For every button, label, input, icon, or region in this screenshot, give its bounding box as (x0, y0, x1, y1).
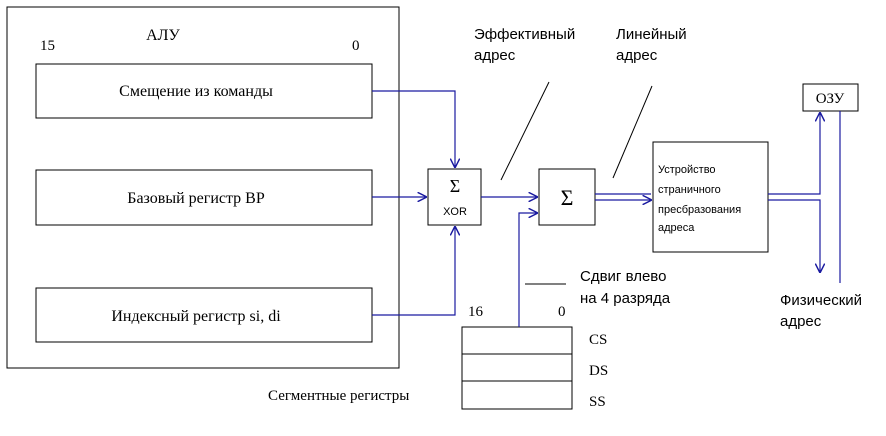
segment-cs: CS (589, 332, 607, 348)
offset-register (35, 63, 373, 119)
wire-index-to-adder (372, 227, 455, 316)
base-register (35, 169, 373, 226)
segment-caption: Сегментные регистры (268, 388, 409, 404)
segment-ds: DS (589, 363, 608, 379)
wire-physical-address (768, 199, 820, 272)
segment-bit-high: 16 (468, 304, 484, 320)
shift-note-line2: на 4 разряда (580, 290, 671, 307)
index-register (35, 287, 373, 343)
alu-bit-low: 0 (352, 38, 360, 54)
segment-registers (461, 326, 573, 410)
segment-bit-low: 0 (558, 304, 566, 320)
paging-unit (652, 141, 769, 253)
physical-address-label-1: Физический (780, 292, 862, 309)
adder-xor-symbol: Σ (450, 176, 460, 196)
paging-unit-line4: адреса (658, 222, 695, 234)
ram-box (802, 83, 859, 112)
segment-ss: SS (589, 394, 606, 410)
linear-address-pointer (612, 85, 653, 179)
shift-note-line1: Сдвиг влево (580, 268, 666, 285)
wire-offset-to-adder (372, 90, 455, 167)
wire-paging-to-ram (768, 113, 820, 195)
effective-address-pointer (500, 81, 550, 181)
adder-sum-symbol: Σ (561, 185, 574, 210)
adder-sum (538, 168, 596, 226)
alu-title: АЛУ (146, 27, 180, 44)
wire-segment-to-adder (518, 213, 537, 327)
linear-address-label-1: Линейный (616, 26, 687, 43)
linear-address-label-2: адрес (616, 47, 658, 64)
adder-xor-label: XOR (443, 206, 467, 218)
effective-address-label-1: Эффективный (474, 26, 575, 43)
offset-register-label: Смещение из команды (119, 83, 273, 100)
adder-xor (427, 168, 482, 226)
base-register-label: Базовый регистр BP (127, 190, 265, 207)
paging-unit-line2: страничного (658, 184, 721, 196)
ram-label: ОЗУ (816, 91, 845, 107)
effective-address-label-2: адрес (474, 47, 516, 64)
index-register-label: Индексный регистр si, di (111, 308, 281, 325)
paging-unit-line3: пресбразования (658, 204, 741, 216)
alu-bit-high: 15 (40, 38, 55, 54)
paging-unit-line1: Устройство (658, 164, 716, 176)
physical-address-label-2: адрес (780, 313, 822, 330)
